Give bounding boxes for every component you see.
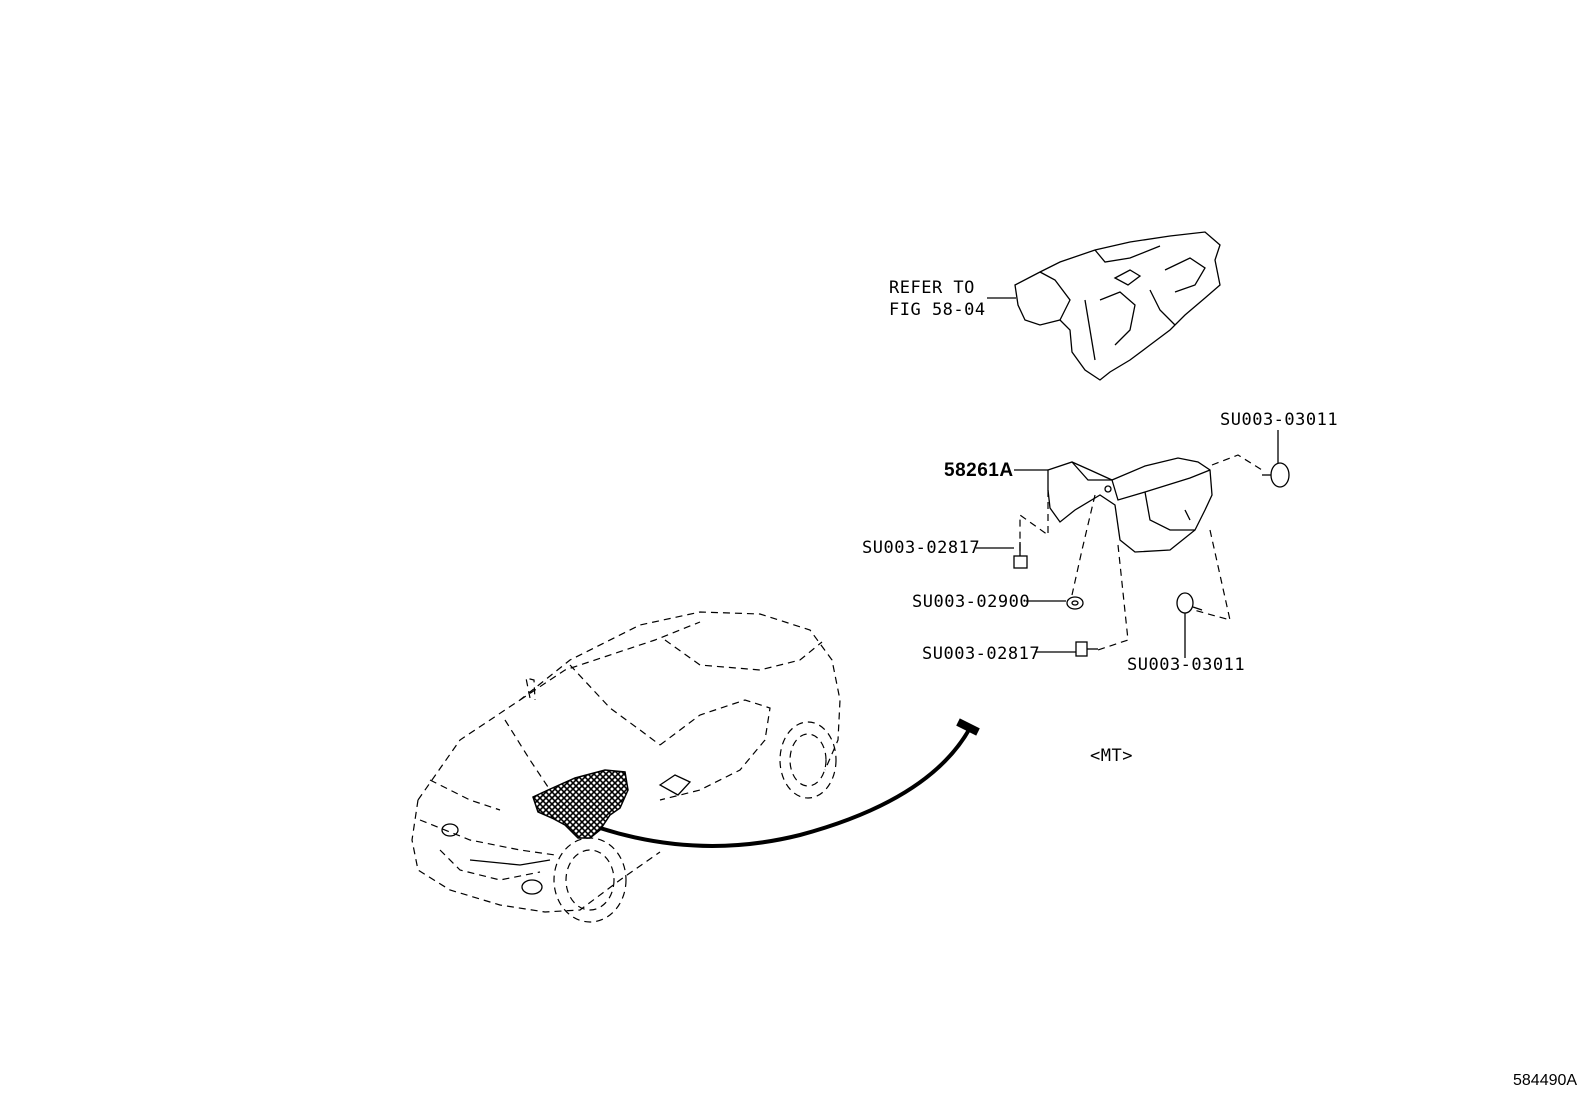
nut-icon [1026, 596, 1084, 610]
pointer-arc [599, 727, 972, 848]
part-number-clip-bottom-right: SU003-03011 [1127, 655, 1246, 675]
part-number-nut: SU003-02900 [912, 592, 1031, 612]
fastener-dash-lines [1019, 454, 1263, 651]
refer-label-line1: REFER TO [889, 278, 975, 298]
refer-label-line2: FIG 58-04 [889, 300, 986, 320]
reference-insulator [1014, 231, 1221, 381]
pointer-arc-end [956, 718, 980, 736]
variant-label: <MT> [1090, 746, 1133, 766]
clip-top-right-icon [1262, 430, 1290, 488]
part-number-bolt-lower: SU003-02817 [922, 644, 1041, 664]
car-outline-illustration [411, 611, 841, 923]
part-number-bolt-upper: SU003-02817 [862, 538, 981, 558]
part-number-58261a: 58261A [944, 460, 1014, 481]
bolt-lower-icon [1036, 641, 1098, 657]
highlighted-location-icon [532, 769, 629, 839]
part-58261a-shape [1047, 457, 1213, 553]
illustration-id: 584490A [1513, 1072, 1578, 1089]
clip-bottom-right-icon [1176, 592, 1203, 658]
part-number-clip-top-right: SU003-03011 [1220, 410, 1339, 430]
bolt-upper-icon [976, 542, 1028, 569]
